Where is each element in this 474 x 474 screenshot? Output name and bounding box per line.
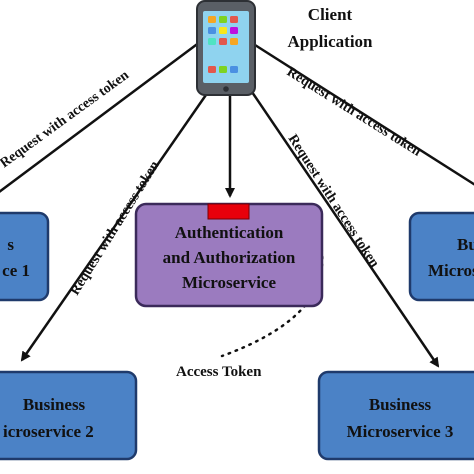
auth-line3: Microservice <box>182 273 277 292</box>
client-label-line1: Client <box>308 5 353 24</box>
business-microservice-1: s ce 1 <box>0 211 50 302</box>
client-label-line2: Application <box>287 32 373 51</box>
edge-client-to-business4 <box>254 43 474 186</box>
edge-label-request-business1: Request with access token <box>0 68 132 171</box>
edge-client-to-business3 <box>250 91 440 368</box>
business-microservice-2: Business icroservice 2 <box>0 370 138 461</box>
auth-line2: and Authorization <box>163 248 296 267</box>
business-microservice-3: Business Microservice 3 <box>317 370 474 461</box>
auth-microservice: Authentication and Authorization Microse… <box>134 202 324 308</box>
business2-line1: Business <box>23 395 86 414</box>
business2-line2: icroservice 2 <box>3 422 94 441</box>
business1-line2: ce 1 <box>2 261 30 280</box>
auth-line1: Authentication <box>175 223 284 242</box>
business4-line1: Bu <box>457 235 474 254</box>
smartphone-icon <box>196 0 256 96</box>
business3-line2: Microservice 3 <box>347 422 454 441</box>
business1-line1: s <box>7 235 14 254</box>
access-token-badge <box>207 203 250 220</box>
edge-client-to-business2 <box>20 91 210 362</box>
access-token-label: Access Token <box>176 364 262 380</box>
edge-client-to-business1 <box>0 40 201 193</box>
business3-line1: Business <box>369 395 432 414</box>
business-microservice-4: Bu Microse <box>408 211 474 302</box>
business4-line2: Microse <box>428 261 474 280</box>
